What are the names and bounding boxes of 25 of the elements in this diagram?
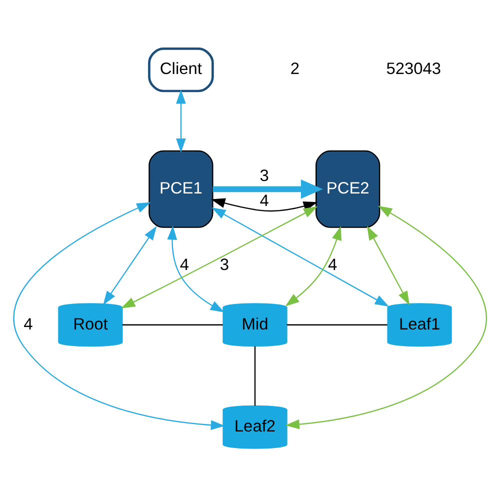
arrow [176,90,186,153]
connector [286,324,388,326]
edge-label: 4 [328,256,338,274]
arrow [121,206,318,308]
arrow [211,198,318,212]
edge-label: 4 [24,315,33,334]
node-box: Client [148,48,214,92]
arrow [212,207,390,307]
arrow [212,180,323,199]
connector [122,324,223,326]
edge-label: 4 [180,256,190,274]
arrow [167,226,225,312]
node-box: PCE1 [148,150,214,228]
arrow [285,206,487,430]
connector [254,346,256,406]
arrow [285,226,342,306]
label: 2 [290,60,300,78]
node-box: PCE2 [316,150,380,228]
edge-label: 3 [260,167,269,186]
edge-label: 4 [260,192,269,210]
arrow [366,226,410,306]
arrow [13,202,226,430]
label: 523043 [386,60,442,78]
arrow [103,226,157,306]
edge-label: 3 [220,256,230,274]
